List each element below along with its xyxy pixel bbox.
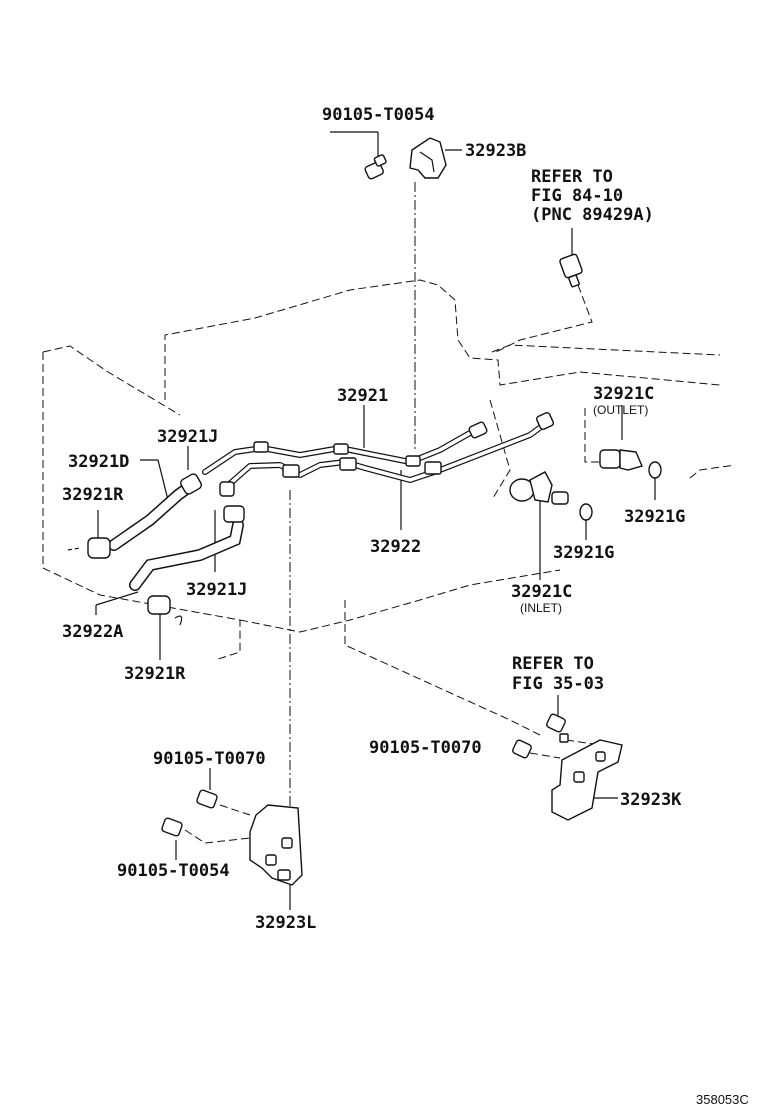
fitting-inlet-icon: [509, 471, 593, 521]
label-fitting-c-inlet: 32921C: [511, 582, 572, 602]
label-clamp-j-lower: 32921J: [186, 580, 247, 600]
bracket-b-icon: [409, 137, 447, 179]
bracket-l-icon: [249, 804, 303, 886]
label-bracket-l: 32923L: [255, 913, 316, 933]
label-refer-top-3: (PNC 89429A): [531, 205, 654, 225]
label-bolt-bl-lower: 90105-T0054: [117, 861, 230, 881]
label-clamp-r-lower: 32921R: [124, 664, 186, 684]
bolt-top-icon: [364, 154, 387, 180]
leader-lines: [95, 131, 656, 910]
label-fitting-c-outlet: 32921C: [593, 384, 654, 404]
label-hose-a: 32922A: [62, 622, 123, 642]
bolt-bl-upper-icon: [196, 789, 218, 809]
fitting-outlet-icon: [599, 449, 662, 479]
sensor-icon: [559, 253, 583, 288]
label-outlet-note: (OUTLET): [593, 403, 648, 417]
hose-a-icon: [129, 519, 244, 591]
label-refer-mid-1: REFER TO: [512, 654, 594, 674]
label-refer-top-1: REFER TO: [531, 167, 613, 187]
cooler-tubes: [202, 411, 555, 497]
label-gasket-g-right: 32921G: [624, 507, 685, 527]
label-bolt-bl-upper: 90105-T0070: [153, 749, 266, 769]
clamp-r-lower-icon: [147, 595, 183, 626]
label-tube-32921: 32921: [337, 386, 388, 406]
label-bracket-b: 32923B: [465, 141, 526, 161]
label-bolt-top: 90105-T0054: [322, 105, 435, 125]
bolt-mid-icon: [512, 713, 569, 759]
label-clamp-j-upper: 32921J: [157, 427, 218, 447]
label-bracket-k: 32923K: [620, 790, 682, 810]
clamp-r-left-icon: [67, 537, 111, 559]
label-refer-mid-2: FIG 35-03: [512, 674, 604, 694]
part-labels: 90105-T0054 32923B REFER TO FIG 84-10 (P…: [62, 105, 749, 1107]
label-clamp-r-left: 32921R: [62, 485, 124, 505]
label-inlet-note: (INLET): [520, 601, 562, 615]
label-hose-d: 32921D: [68, 452, 129, 472]
label-bolt-mid: 90105-T0070: [369, 738, 482, 758]
label-refer-top-2: FIG 84-10: [531, 186, 623, 206]
clamp-j-lower-icon: [223, 505, 245, 523]
label-gasket-g-mid: 32921G: [553, 543, 614, 563]
hose-d-icon: [108, 479, 198, 551]
bolt-bl-lower-icon: [161, 817, 183, 837]
label-figure-id: 358053C: [696, 1092, 749, 1107]
clamp-j-upper-icon: [179, 473, 203, 495]
bracket-k-icon: [551, 739, 623, 821]
label-tube-32922: 32922: [370, 537, 421, 557]
